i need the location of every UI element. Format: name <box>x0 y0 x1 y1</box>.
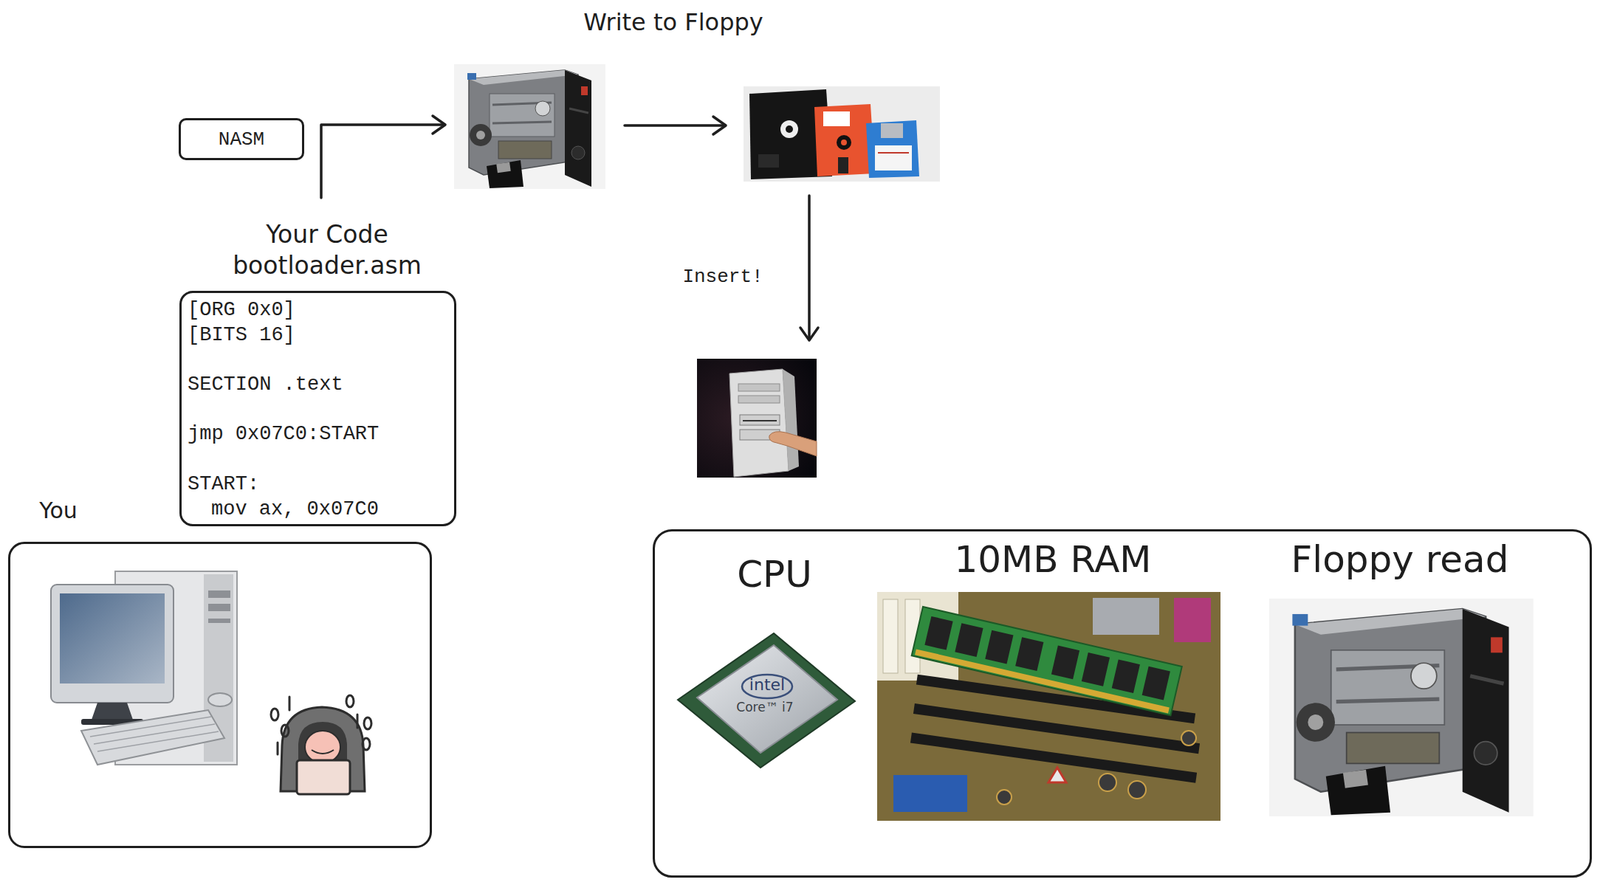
tool-box: NASM <box>178 118 305 161</box>
part-title: 10MB RAM <box>953 537 1152 582</box>
floppy-drive <box>454 64 606 190</box>
code-line: [ORG 0x0] <box>187 297 296 323</box>
pc-tower <box>697 358 817 478</box>
user-box: You <box>8 541 432 849</box>
floppy-drive-reader <box>1269 598 1534 817</box>
drive-to-disk-arrow <box>624 124 726 127</box>
arrowhead <box>713 116 726 135</box>
arrowhead <box>432 115 446 134</box>
floppy-disks <box>743 86 940 182</box>
desktop-computer <box>50 571 238 765</box>
part-title: CPU <box>736 552 813 597</box>
insert-arrow <box>807 195 811 340</box>
cpu-chip <box>677 633 856 768</box>
node-label: NASM <box>218 127 265 152</box>
chip-logo: intel <box>749 674 785 696</box>
part-title: Floppy read <box>1291 537 1510 582</box>
heading-text: Your Code bootloader.asm <box>208 219 446 282</box>
hacker-icon <box>270 695 372 795</box>
machine-box: CPU 10MB RAM Floppy read <box>652 529 1592 878</box>
code-line: [BITS 16] <box>187 322 296 348</box>
step-label: Insert! <box>682 264 763 290</box>
code-line: mov ax, 0x07C0 <box>211 496 379 523</box>
code-line: START: <box>187 471 260 497</box>
code-line: jmp 0x07C0:START <box>187 421 379 447</box>
heading-text: You <box>39 496 78 525</box>
chip-model: Core™ i7 <box>736 699 793 716</box>
ram-module <box>877 592 1221 822</box>
arrowhead <box>800 327 819 341</box>
code-box: Your Code bootloader.asm[ORG 0x0][BITS 1… <box>179 290 457 527</box>
code-to-drive-arrow <box>321 124 445 198</box>
step-label: Write to Floppy <box>583 7 763 37</box>
code-line: SECTION .text <box>187 372 344 398</box>
